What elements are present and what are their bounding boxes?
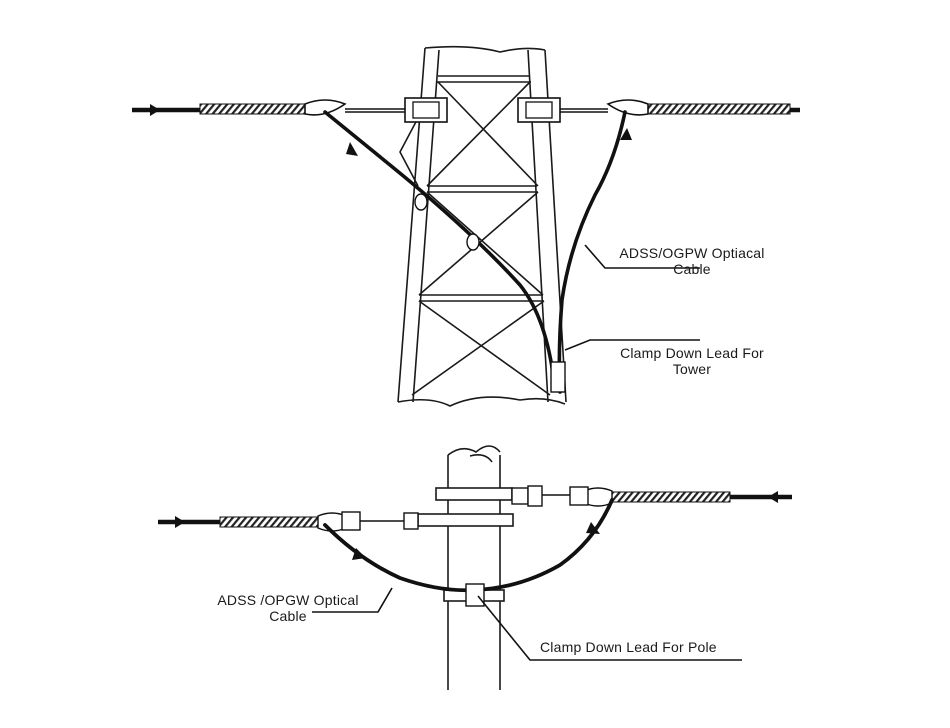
pole-clamp-label: Clamp Down Lead For Pole	[540, 639, 717, 655]
tower-cable-label: ADSS/OGPW Optiacal Cable	[603, 245, 781, 277]
pole-down-lead-cable	[323, 498, 614, 607]
tower-cable-label-line2: Cable	[673, 261, 711, 277]
pole-cable-label: ADSS /OPGW Optical Cable	[203, 592, 373, 624]
right-arrow-icon	[768, 491, 778, 503]
tower-leader-lines	[564, 244, 700, 351]
left-arrow-icon	[150, 104, 160, 116]
pole-leader-lines	[312, 587, 742, 661]
left-arrow-icon	[175, 516, 185, 528]
tower-clamp-label: Clamp Down Lead For Tower	[601, 345, 783, 377]
pole-cable-label-line1: ADSS /OPGW Optical	[217, 592, 359, 608]
tower-cable-label-line1: ADSS/OGPW Optiacal	[619, 245, 765, 261]
tower-clamp-label-line2: Tower	[672, 361, 712, 377]
tower-conductor	[132, 97, 800, 123]
pole-cable-label-line2: Cable	[269, 608, 307, 624]
pole-conductor	[158, 485, 792, 532]
pole-structure	[417, 445, 514, 690]
tower-clamp-label-line1: Clamp Down Lead For	[620, 345, 764, 361]
tower-down-lead-cable	[323, 110, 632, 394]
